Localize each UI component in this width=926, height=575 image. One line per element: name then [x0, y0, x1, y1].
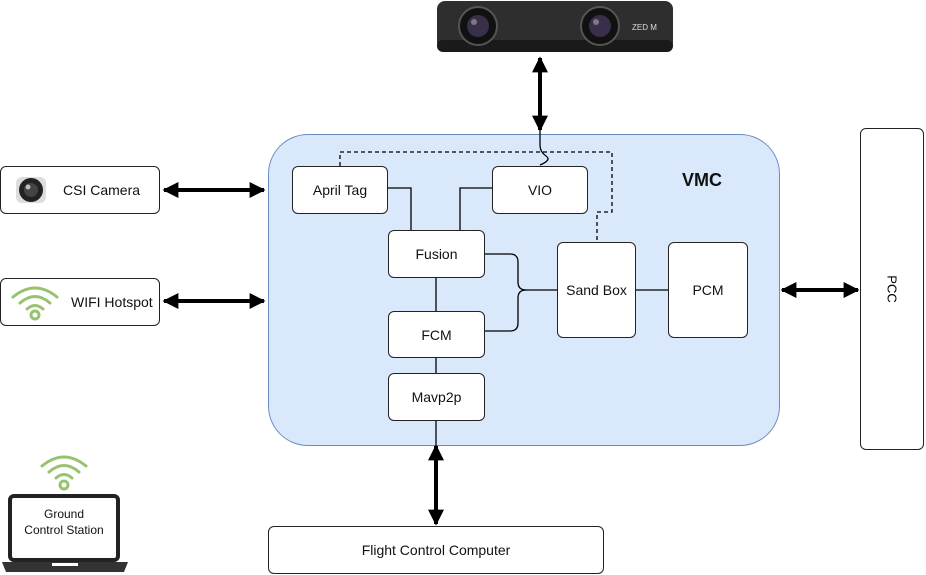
mavp2p-node: Mavp2p: [388, 373, 485, 421]
flight-control-computer-node: Flight Control Computer: [268, 526, 604, 574]
fcm-node: FCM: [388, 311, 485, 358]
wifi-hotspot-node: WIFI Hotspot: [0, 278, 160, 326]
wifi-icon: [11, 286, 59, 321]
csi-camera-label: CSI Camera: [63, 182, 141, 198]
april-tag-node: April Tag: [292, 166, 388, 214]
wifi-hotspot-label: WIFI Hotspot: [71, 294, 153, 310]
april-tag-label: April Tag: [312, 182, 368, 198]
vio-label: VIO: [527, 182, 553, 198]
zed-camera-icon: ZED M: [437, 1, 673, 52]
fusion-label: Fusion: [415, 246, 458, 262]
fusion-node: Fusion: [388, 230, 485, 278]
pcc-label: PCC: [884, 275, 900, 303]
camera-icon: [16, 177, 46, 203]
laptop-icon: [2, 494, 128, 572]
pcm-node: PCM: [668, 242, 748, 338]
pcc-node: PCC: [860, 128, 924, 450]
flight-control-computer-label: Flight Control Computer: [361, 542, 511, 558]
zed-label: ZED M: [632, 23, 657, 32]
vio-node: VIO: [492, 166, 588, 214]
sandbox-label: Sand Box: [566, 282, 627, 298]
csi-camera-node: CSI Camera: [0, 166, 160, 214]
sandbox-node: Sand Box: [557, 242, 636, 338]
fcm-label: FCM: [421, 326, 452, 343]
ground-station-wifi-icon: [40, 455, 88, 491]
ground-control-station-label: Ground Control Station: [24, 507, 104, 537]
mavp2p-label: Mavp2p: [411, 389, 462, 405]
pcm-label: PCM: [692, 282, 724, 298]
vmc-title: VMC: [682, 170, 722, 190]
